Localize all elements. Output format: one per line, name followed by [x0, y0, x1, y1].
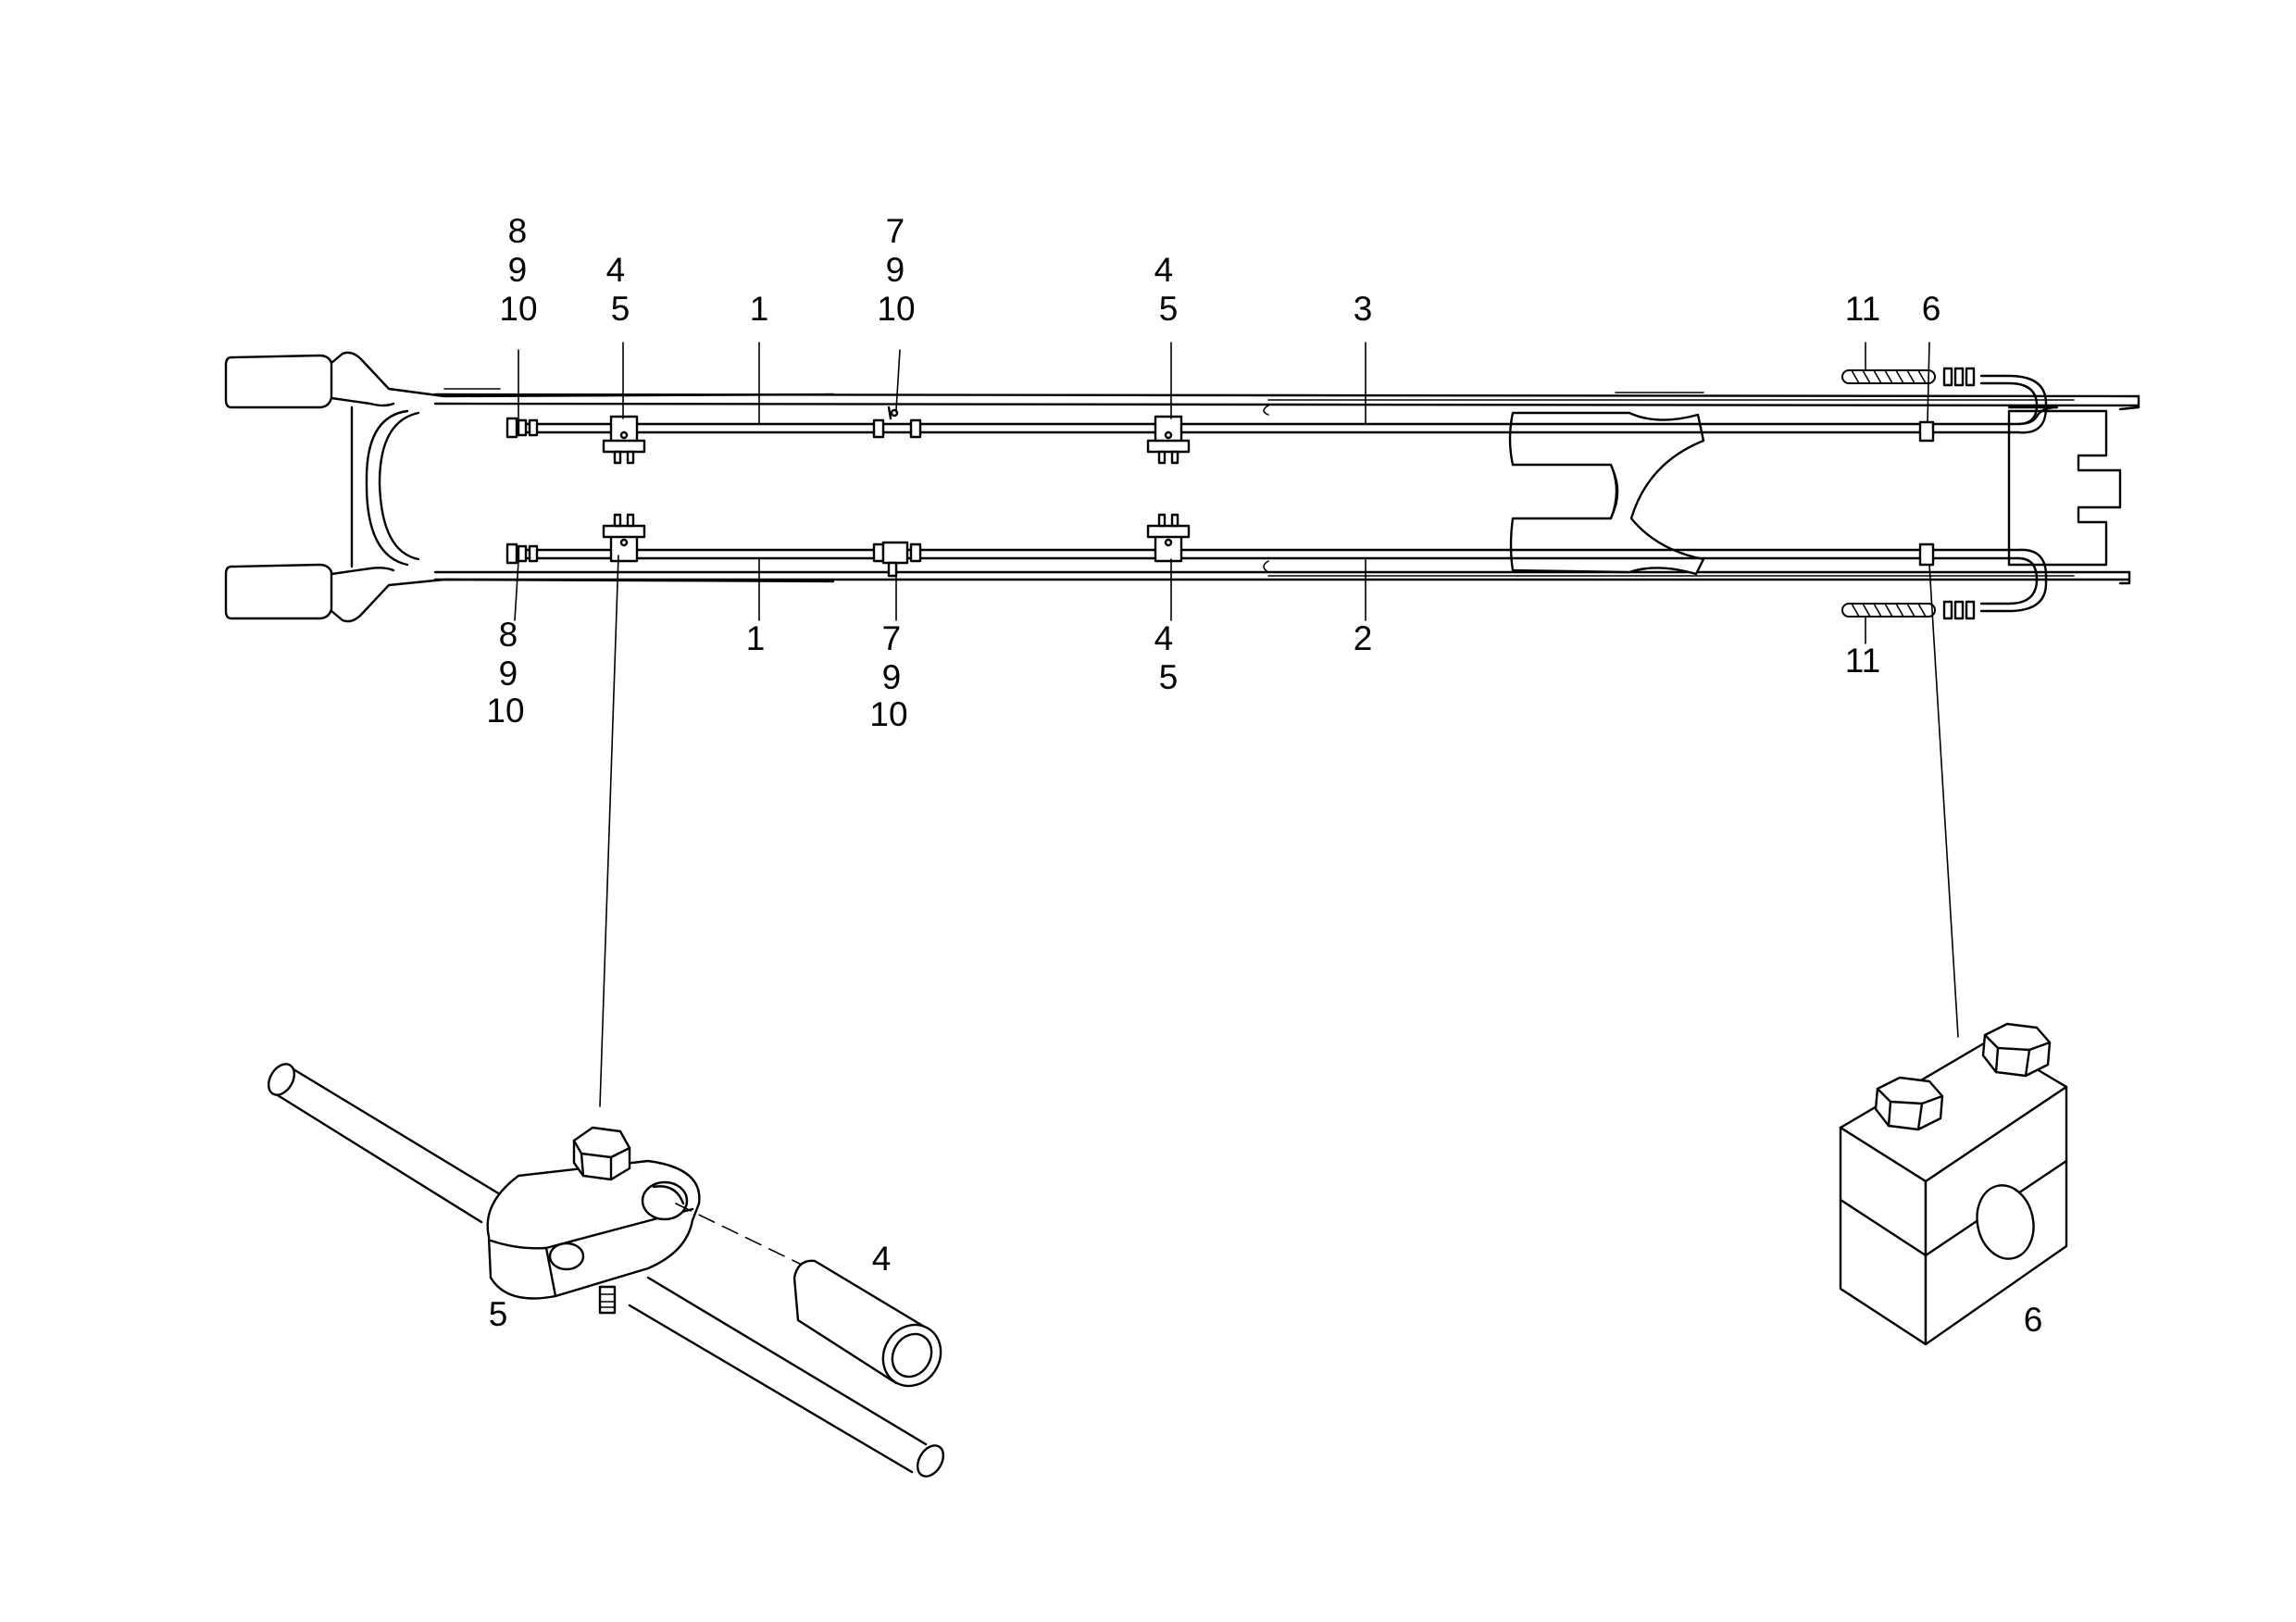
- callout-top-8-9-10: 8 9 10: [499, 212, 537, 328]
- callout-top-3: 3: [1354, 290, 1373, 328]
- hose-11-upper: [1841, 367, 1976, 387]
- clamp-lower-left: [602, 513, 646, 563]
- callout-top-11: 11: [1845, 290, 1880, 328]
- line-fittings: [505, 367, 1976, 620]
- hose-11-lower: [1841, 600, 1976, 620]
- callout-top-4-5-a: 4 5: [606, 251, 635, 328]
- callout-bot-8-9-10: 8 9 10: [486, 616, 527, 730]
- clamp-upper-left: [602, 415, 646, 465]
- union-upper-middle: [872, 406, 922, 439]
- callout-bot-1: 1: [746, 619, 766, 657]
- callout-bot-4-5: 4 5: [1154, 619, 1183, 696]
- callout-top-7-9-10: 7 9 10: [877, 212, 915, 328]
- callout-bot-2: 2: [1354, 619, 1373, 657]
- callout-labels: 8 9 10 4 5 1 7 9 10 4 5 3 11 6: [486, 212, 2042, 1339]
- hydraulic-lines: [517, 374, 2059, 613]
- fitting-lower-left: [505, 543, 518, 565]
- callout-detail-5: 5: [489, 1295, 508, 1333]
- callout-bot-11: 11: [1845, 642, 1880, 680]
- callout-detail-4: 4: [872, 1240, 892, 1278]
- center-saddle-block: [1508, 411, 1705, 576]
- callout-top-4-5-b: 4 5: [1154, 251, 1183, 328]
- boom-arm: [224, 351, 2140, 623]
- clamp-upper-center: [1146, 415, 1191, 465]
- detail-clamp-block-6: [1839, 1022, 2068, 1346]
- detail-clamp-5: [267, 1063, 945, 1478]
- leader-lines: [514, 342, 1959, 1107]
- union-lower-middle: [872, 541, 922, 578]
- fitting-upper-left: [505, 417, 518, 439]
- clamp-lower-center: [1146, 513, 1191, 563]
- clamp-6-lower: [1918, 543, 1935, 567]
- clamp-6-upper: [1918, 420, 1935, 443]
- callout-top-1: 1: [750, 290, 769, 328]
- callout-top-6: 6: [1922, 290, 1941, 328]
- callout-bot-7-9-10: 7 9 10: [869, 619, 910, 733]
- callout-detail-6: 6: [2024, 1301, 2043, 1339]
